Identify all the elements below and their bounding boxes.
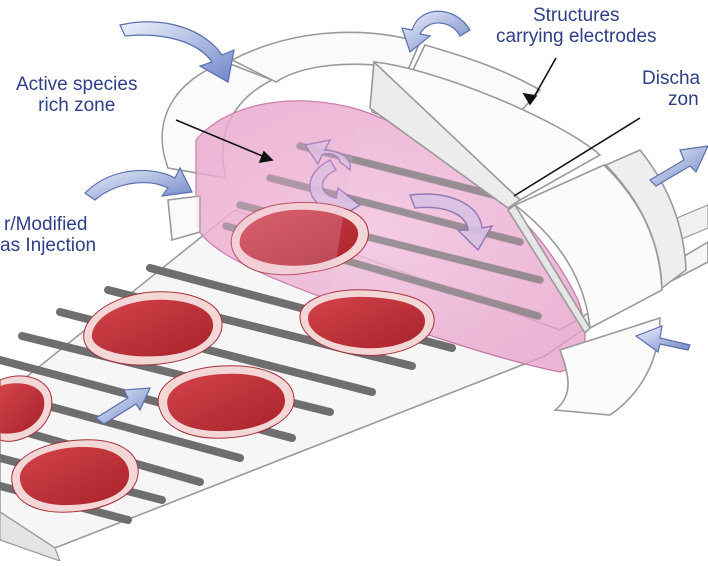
- label-gas-line2: as Injection: [0, 235, 97, 256]
- label-gas-injection: r/Modified as Injection: [0, 214, 96, 256]
- left-ring-pieces: [167, 195, 201, 242]
- label-active-line2: rich zone: [38, 95, 116, 116]
- steak-1: [230, 201, 369, 276]
- label-discharge-line2: zon: [668, 89, 699, 110]
- label-discharge-zone: Discha zon: [642, 68, 700, 110]
- inflow-arrow-icon: [634, 325, 691, 354]
- curved-arrow-icon: [84, 166, 193, 201]
- inflow-arrow-icon: [649, 145, 708, 187]
- front-electrode-structures: [369, 60, 687, 416]
- label-gas-line1: r/Modified: [4, 214, 88, 235]
- curved-arrow-icon: [401, 10, 471, 54]
- steak-3: [83, 291, 223, 366]
- label-active-line1: Active species: [16, 74, 138, 95]
- steak-6: [11, 439, 139, 513]
- label-discharge-line1: Discha: [642, 68, 701, 89]
- label-structures-carrying-electrodes: Structures carrying electrodes: [496, 5, 657, 47]
- inflow-arrow-icon: [94, 387, 151, 425]
- label-structures-line1: Structures: [532, 5, 620, 26]
- active-zone-overlay-edge: [196, 100, 360, 300]
- label-pointers: [175, 57, 641, 197]
- back-ring-structure: [161, 31, 542, 179]
- steak-5: [0, 375, 53, 442]
- label-structures-line2: carrying electrodes: [496, 26, 657, 47]
- meat-steaks: [0, 201, 435, 513]
- steak-4: [157, 365, 295, 439]
- steak-2: [299, 289, 435, 356]
- curved-arrow-icon: [119, 21, 235, 83]
- label-active-species-zone: Active species rich zone: [16, 74, 137, 116]
